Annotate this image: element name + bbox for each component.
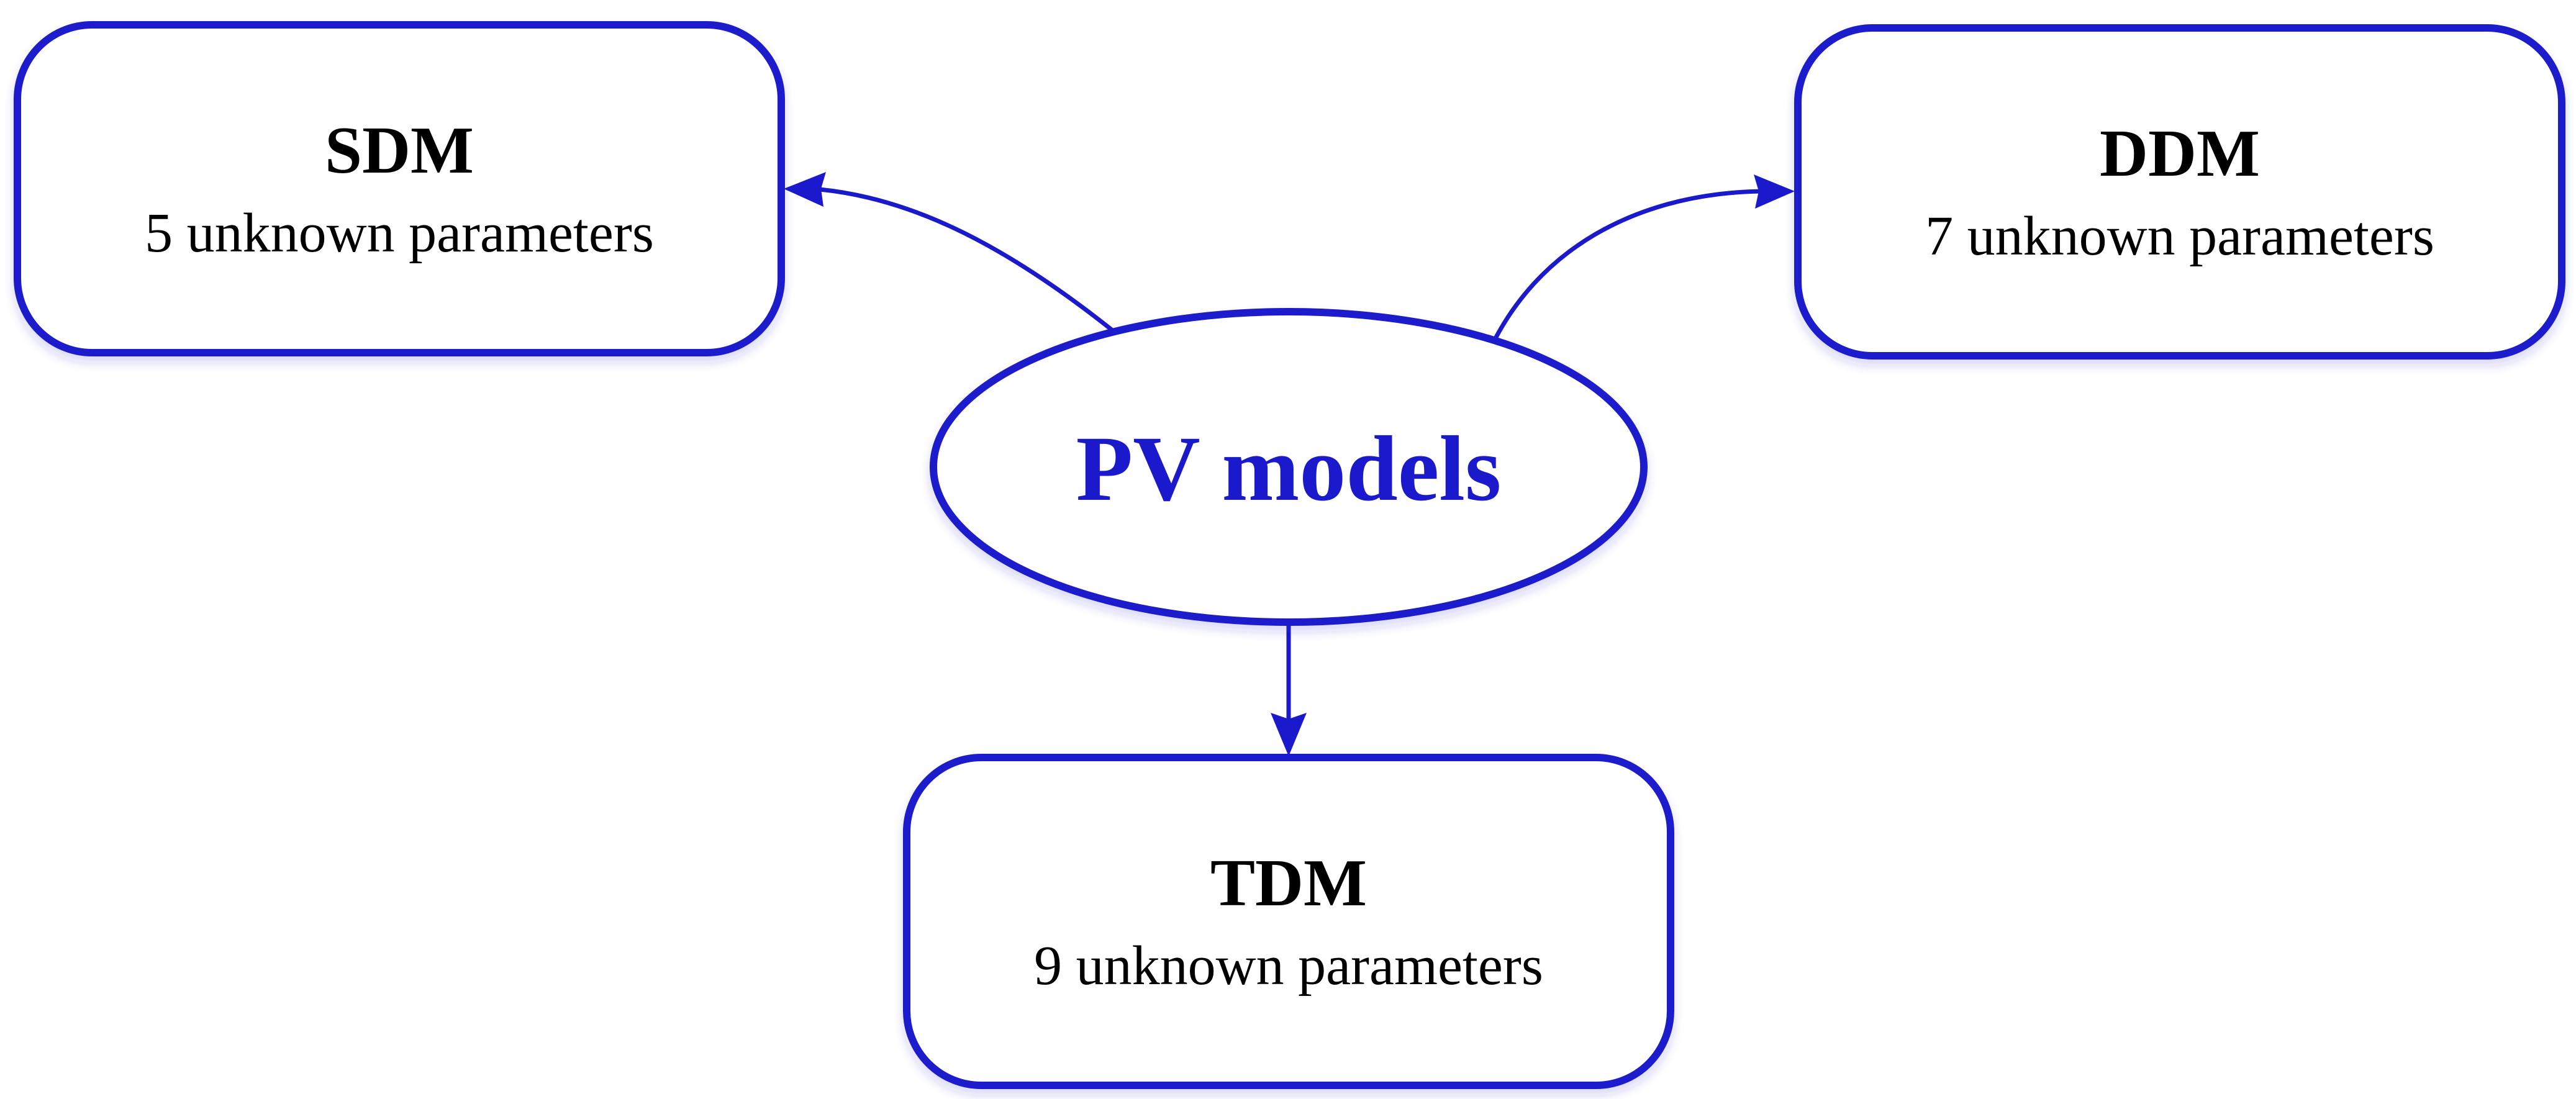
arrowhead-sdm xyxy=(784,172,826,207)
connector-to-sdm xyxy=(819,187,1117,334)
ddm-subtitle: 7 unknown parameters xyxy=(1925,206,2434,267)
sdm-node: SDM 5 unknown parameters xyxy=(14,21,785,356)
arrowhead-tdm xyxy=(1271,713,1307,756)
sdm-title: SDM xyxy=(325,114,474,188)
connector-to-ddm xyxy=(1493,189,1764,340)
arrowhead-ddm xyxy=(1754,174,1795,209)
tdm-node: TDM 9 unknown parameters xyxy=(903,754,1674,1089)
sdm-subtitle: 5 unknown parameters xyxy=(145,202,654,264)
tdm-box xyxy=(903,754,1674,1089)
tdm-title: TDM xyxy=(1210,846,1367,920)
ddm-box xyxy=(1794,24,2565,360)
center-node: PV models xyxy=(930,308,1648,626)
center-label: PV models xyxy=(1076,417,1502,520)
ddm-node: DDM 7 unknown parameters xyxy=(1794,24,2565,360)
sdm-box xyxy=(14,21,785,356)
center-ellipse xyxy=(930,308,1648,626)
tdm-subtitle: 9 unknown parameters xyxy=(1034,935,1543,997)
connectors xyxy=(784,172,1795,756)
ddm-title: DDM xyxy=(2100,117,2260,191)
